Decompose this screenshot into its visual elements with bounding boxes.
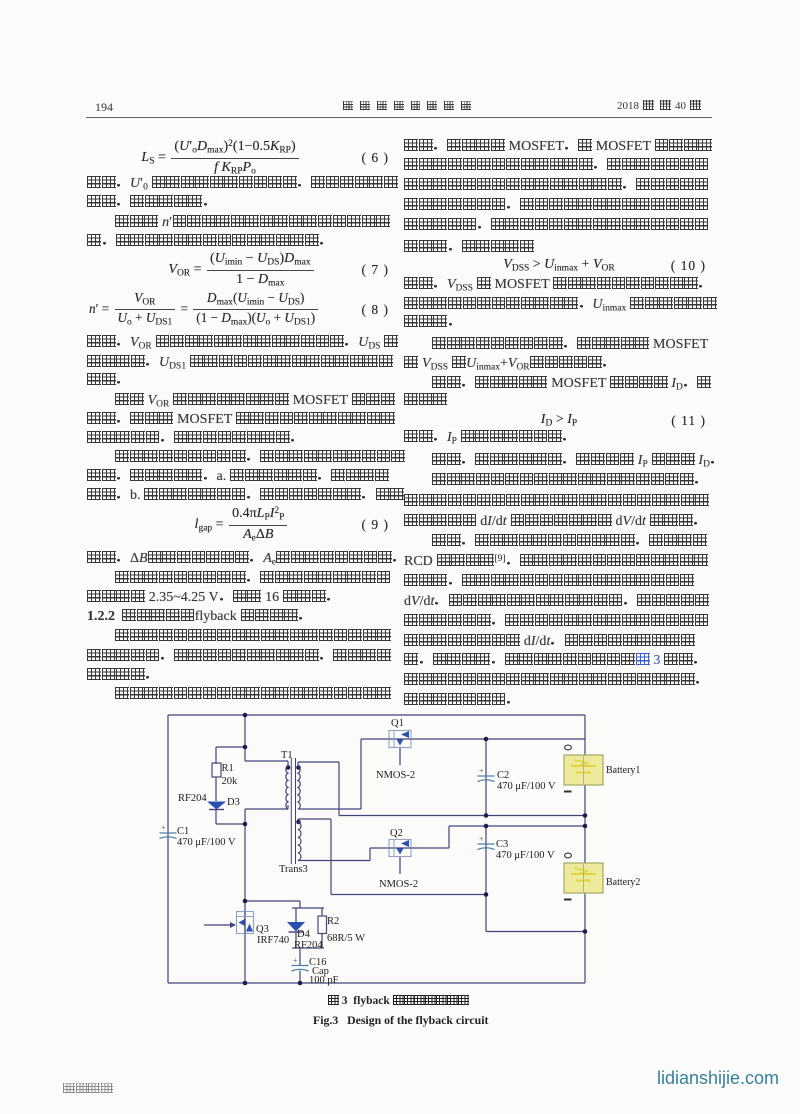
svg-text:NMOS-2: NMOS-2 [376,770,415,781]
svg-text:D4: D4 [297,929,311,940]
svg-text:20k: 20k [222,776,239,787]
svg-text:+: + [161,823,166,832]
svg-text:Q1: Q1 [391,718,404,729]
svg-text:Q3: Q3 [256,924,269,935]
svg-text:C3: C3 [496,839,508,850]
svg-text:RF204: RF204 [294,940,323,951]
svg-text:R2: R2 [327,916,339,927]
svg-text:Trans3: Trans3 [279,864,308,875]
svg-text:IRF740: IRF740 [257,935,289,946]
svg-text:Battery2: Battery2 [606,877,640,888]
svg-text:+: + [479,835,484,844]
svg-text:+: + [293,956,298,965]
svg-text:470 μF/100 V: 470 μF/100 V [177,837,236,848]
svg-text:T1: T1 [281,750,293,761]
svg-text:Cap: Cap [312,966,329,977]
svg-text:470 μF/100 V: 470 μF/100 V [497,781,556,792]
svg-text:Q2: Q2 [390,828,403,839]
svg-text:C16: C16 [309,957,327,968]
svg-text:R1: R1 [222,763,234,774]
svg-text:+: + [479,767,484,776]
svg-text:Battery1: Battery1 [606,765,640,776]
svg-text:100 pF: 100 pF [309,975,339,986]
svg-text:470 μF/100 V: 470 μF/100 V [496,850,555,861]
svg-text:C2: C2 [497,770,509,781]
svg-text:NMOS-2: NMOS-2 [379,879,418,890]
svg-text:D3: D3 [227,797,240,808]
svg-text:RF204: RF204 [178,793,207,804]
svg-text:C1: C1 [177,826,189,837]
svg-text:68R/5 W: 68R/5 W [327,933,365,944]
